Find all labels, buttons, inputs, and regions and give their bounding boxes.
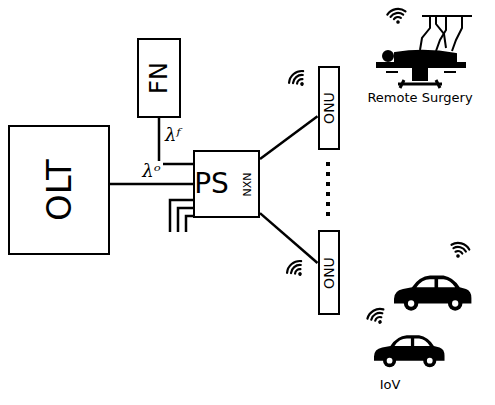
- node-label: PS: [194, 170, 229, 198]
- rotated-label: ONU: [322, 92, 336, 124]
- surgery-figure: [377, 16, 472, 88]
- rotated-label: NXN: [241, 172, 252, 196]
- car-icon: [394, 276, 471, 311]
- wifi-icon: [449, 241, 471, 260]
- fiber-link: [110, 183, 193, 186]
- rotated-label: ONU: [322, 257, 336, 289]
- wavelength-label: λᵒ: [140, 161, 162, 181]
- fiber-link: [260, 213, 318, 263]
- wavelength-label: λᶠ: [163, 125, 183, 145]
- wifi-icon: [366, 306, 389, 328]
- fiber-link: [260, 116, 318, 159]
- fn-box: FN: [137, 38, 181, 118]
- ellipsis-dots: [326, 162, 330, 216]
- port-stubs: [170, 200, 193, 232]
- onu-box: ONU: [318, 230, 340, 315]
- wifi-icon: [285, 258, 309, 281]
- fiber-link: [159, 118, 193, 164]
- olt-box: OLT: [8, 125, 110, 255]
- onu-box: ONU: [318, 66, 340, 150]
- rotated-label: OLT: [42, 159, 76, 221]
- caption-label: Remote Surgery: [367, 91, 472, 105]
- rotated-label: FN: [147, 62, 171, 94]
- wifi-icon: [287, 68, 311, 91]
- wifi-icon: [387, 8, 408, 26]
- switch-box: PS NXN: [193, 150, 260, 218]
- car-icon: [374, 335, 445, 367]
- caption-label: IoV: [380, 378, 401, 392]
